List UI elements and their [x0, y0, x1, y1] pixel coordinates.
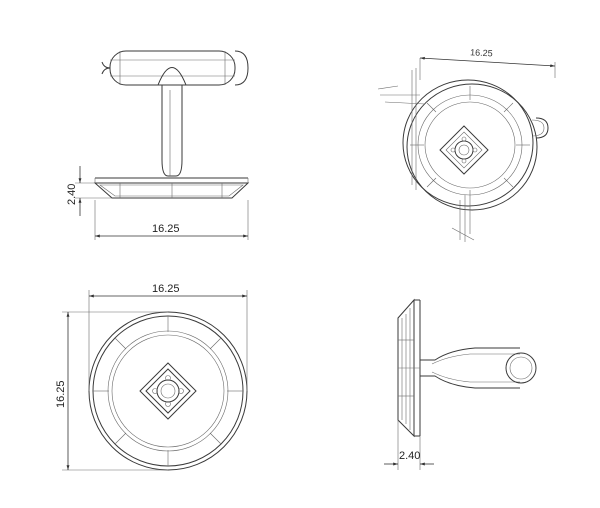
base-plate: [93, 177, 250, 199]
front-stone-setting: [139, 362, 197, 420]
iso-disc: [402, 79, 538, 211]
side-thickness-dimension: 2.40: [66, 166, 112, 216]
side-view: 2.40 16.25: [66, 50, 250, 240]
front-view: 16.25 16.25: [55, 283, 248, 471]
profile-bar-end: [505, 352, 537, 384]
iso-width-label: 16.25: [470, 47, 493, 58]
side-width-label: 16.25: [152, 223, 180, 235]
front-height-label: 16.25: [55, 380, 67, 408]
front-width-dimension: 16.25: [88, 283, 248, 391]
profile-plate: [397, 298, 421, 438]
profile-thickness-dimension: 2.40: [384, 420, 434, 470]
side-thickness-label: 2.40: [66, 184, 78, 205]
front-height-dimension: 16.25: [55, 311, 168, 471]
post: [157, 67, 187, 177]
front-disc: [88, 311, 248, 471]
profile-thickness-label: 2.40: [399, 450, 420, 462]
front-width-label: 16.25: [152, 283, 180, 295]
profile-post: [420, 347, 520, 389]
t-bar: [101, 50, 249, 86]
iso-bar-knob: [531, 117, 549, 139]
iso-construction-lines: [377, 58, 556, 242]
profile-view: 2.40: [384, 298, 537, 470]
iso-stone-setting: [439, 125, 489, 175]
iso-width-dimension: 16.25: [419, 47, 556, 68]
iso-view: 16.25: [377, 47, 556, 242]
side-width-dimension: 16.25: [94, 200, 249, 240]
